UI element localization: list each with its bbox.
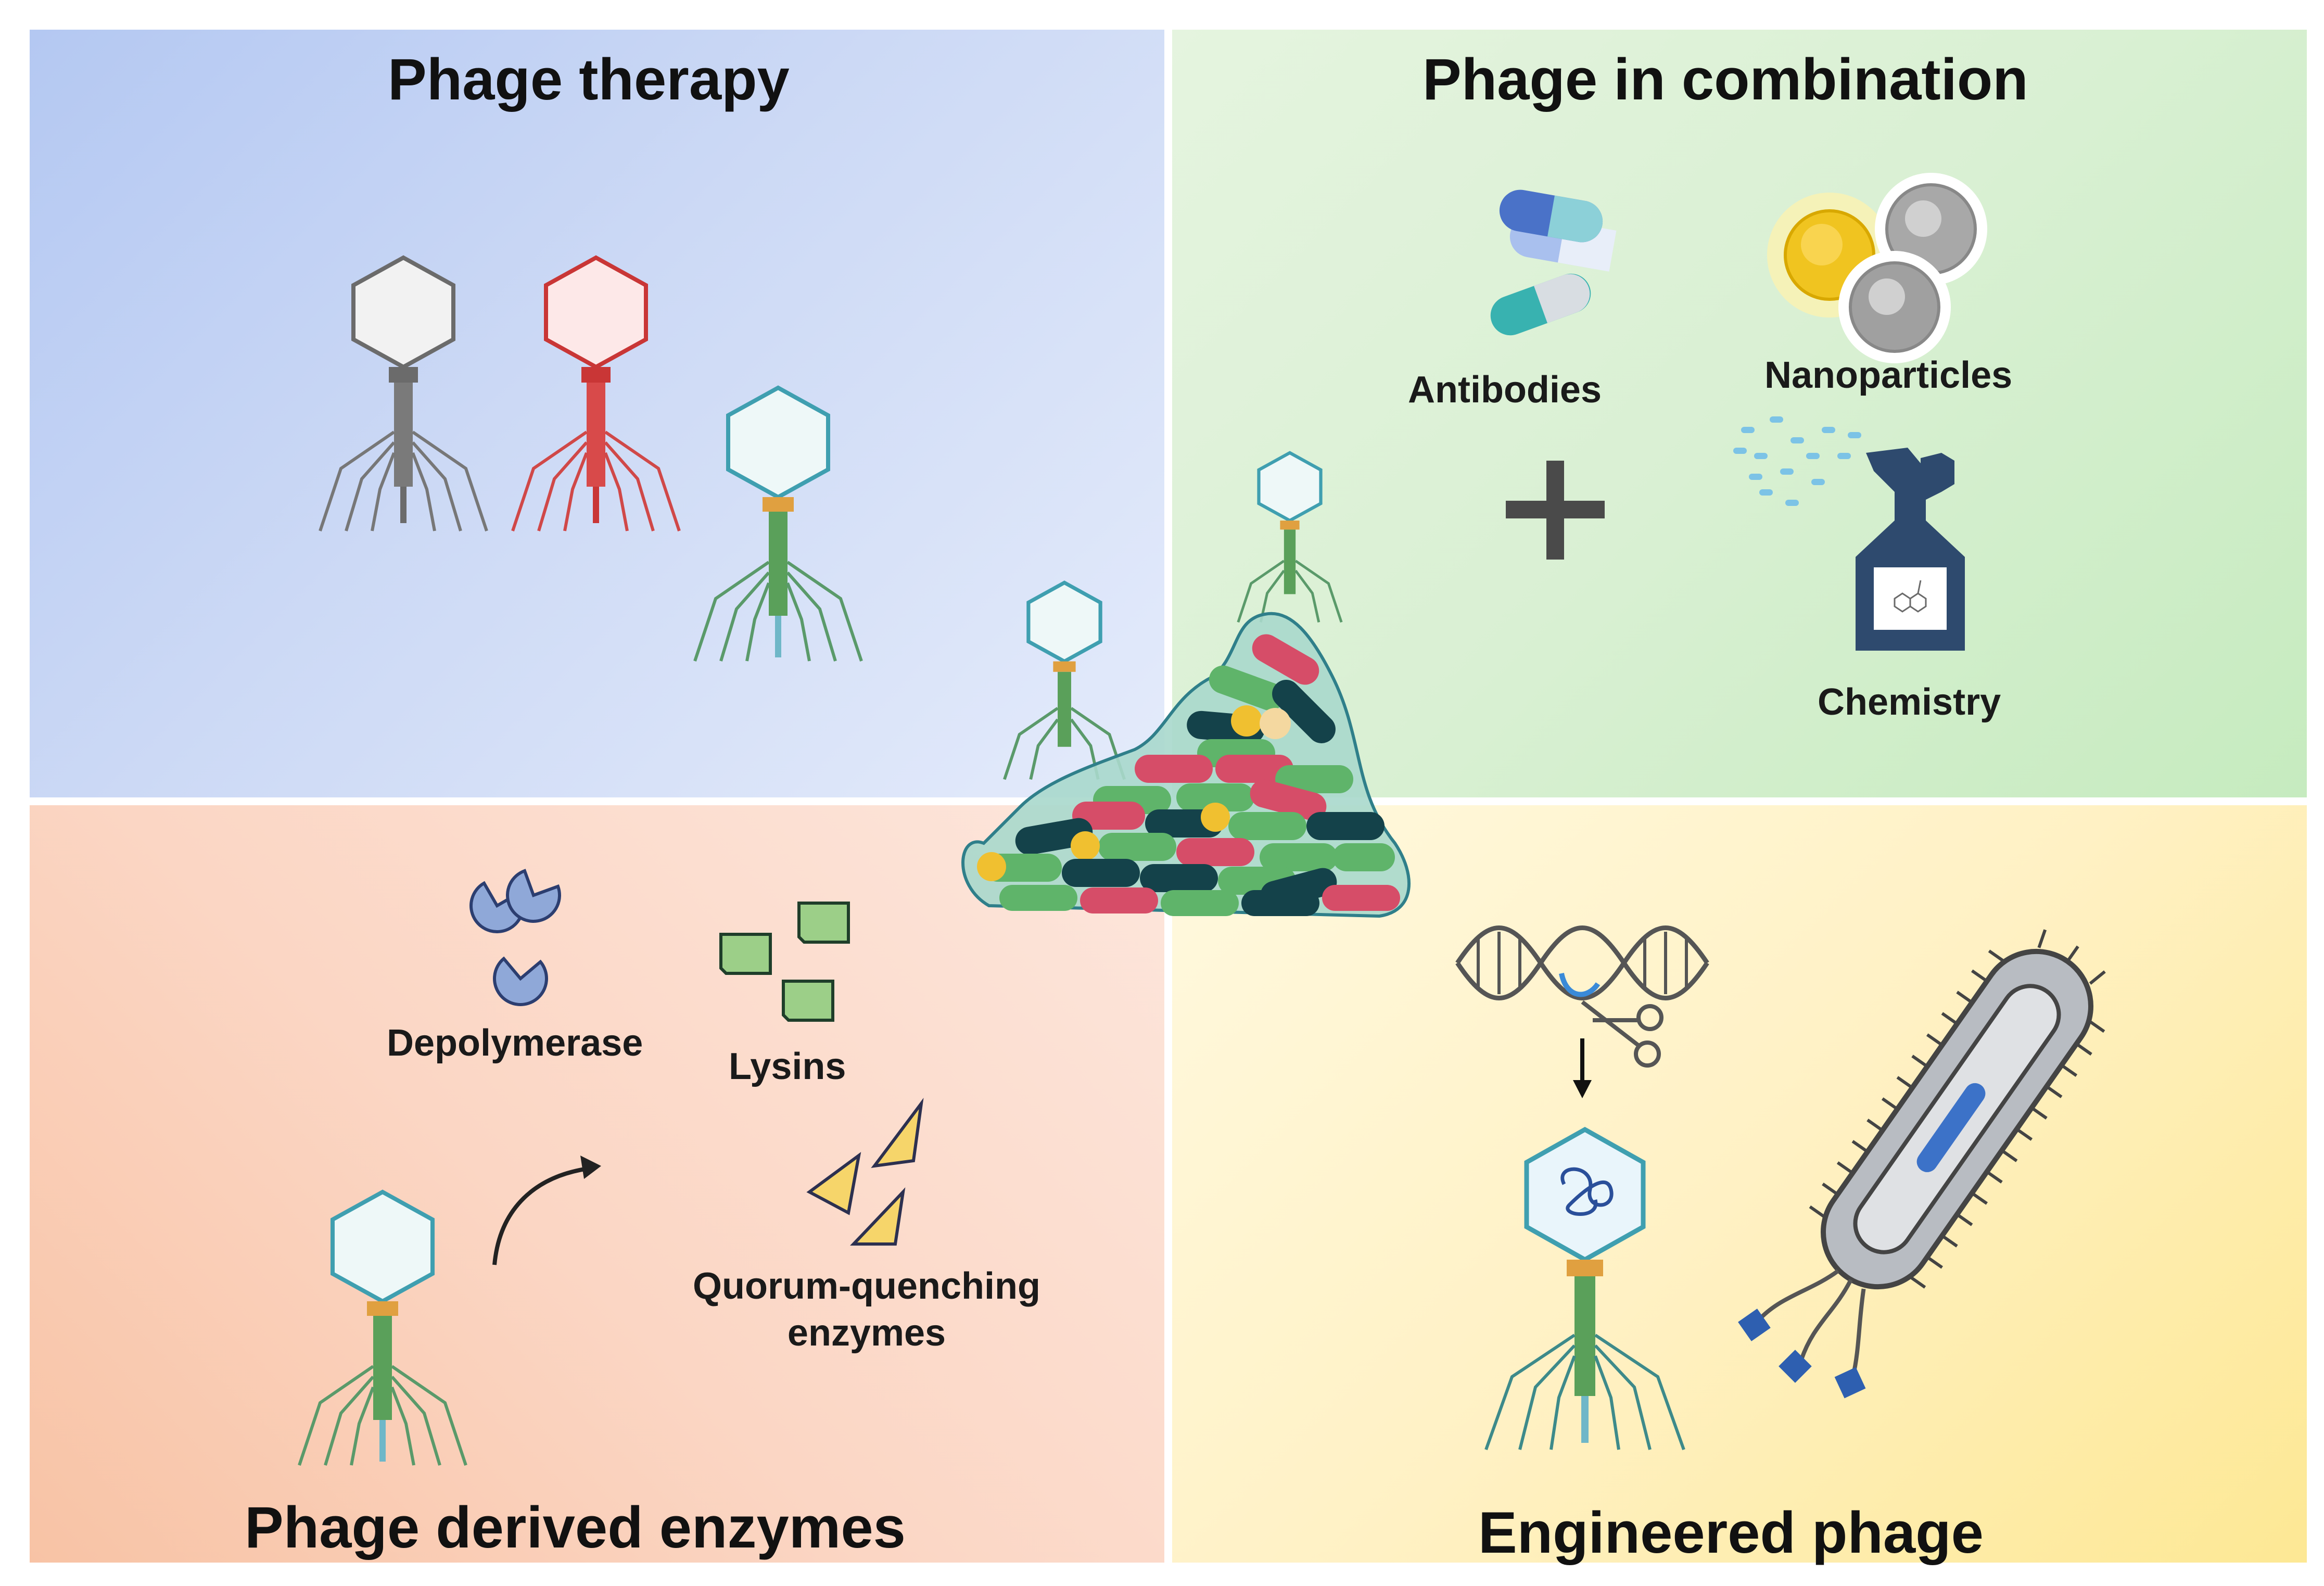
quorum-label-line2: enzymes: [787, 1312, 946, 1354]
phage-icon: [1237, 451, 1343, 623]
biofilm-icon: [961, 612, 1411, 918]
phage-combination-panel: [1172, 30, 2307, 797]
depolymerase-icon: [469, 869, 561, 1006]
antibodies-label: Antibodies: [1408, 369, 1602, 411]
scissors-icon: [1581, 1000, 1663, 1068]
engineered-phage-panel: [1172, 805, 2307, 1563]
phage-enzymes-panel: [30, 805, 1164, 1563]
phage-icon: [298, 1189, 467, 1466]
phage-therapy-title: Phage therapy: [388, 47, 790, 112]
pill-icon: [1490, 189, 1617, 336]
nanoparticles-label: Nanoparticles: [1764, 354, 2013, 396]
phage-icon: [319, 255, 488, 531]
depolymerase-label: Depolymerase: [387, 1022, 643, 1064]
quorum-enzyme-icon: [806, 1097, 924, 1246]
arrow-icon: [1573, 1038, 1592, 1098]
plus-icon: [1506, 461, 1605, 560]
chemistry-label: Chemistry: [1818, 681, 2001, 723]
bacterium-icon: [1738, 929, 2106, 1399]
phage-icon: [693, 385, 863, 662]
quorum-label-line1: Quorum-quenching: [693, 1265, 1040, 1307]
arrow-icon: [492, 1156, 601, 1265]
phage-enzymes-title: Phage derived enzymes: [245, 1495, 906, 1560]
phage-icon: [511, 255, 681, 531]
phage-icon: [1484, 1126, 1685, 1451]
lysin-icon: [719, 902, 850, 1022]
spray-bottle-icon: [1733, 416, 1965, 651]
engineered-phage-title: Engineered phage: [1478, 1500, 1984, 1565]
phage-icon: [1003, 580, 1126, 780]
lysins-label: Lysins: [729, 1046, 846, 1087]
nanoparticle-icon: [1767, 173, 1987, 363]
dna-icon: [1455, 925, 1709, 1000]
phage-combination-title: Phage in combination: [1423, 47, 2028, 112]
quorum-quenching-label: Quorum-quenching enzymes: [669, 1265, 1064, 1354]
